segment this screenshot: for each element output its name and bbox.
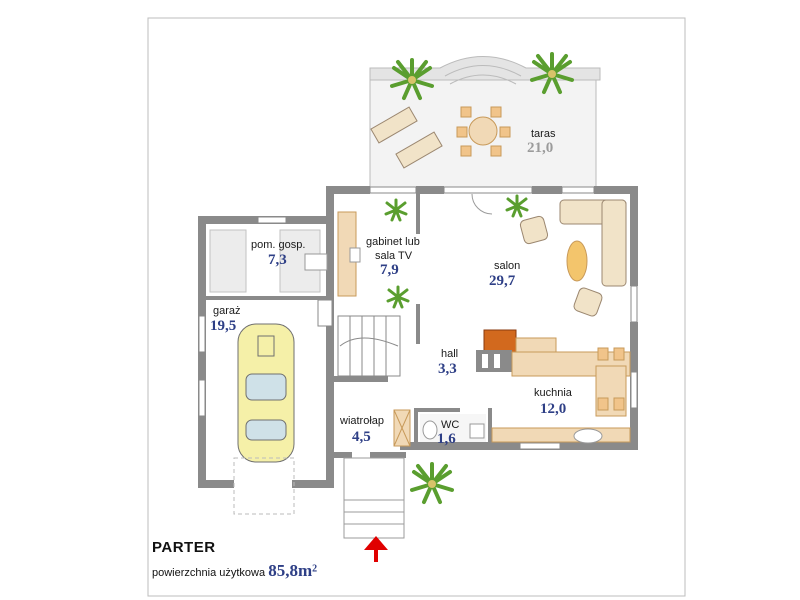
washer-icon xyxy=(304,253,328,271)
usable-area: powierzchnia użytkowa 85,8m2 xyxy=(152,561,317,581)
usable-area-value: 85,8 xyxy=(268,561,298,580)
plant-icon xyxy=(530,52,574,94)
washbasin-icon xyxy=(469,423,485,439)
chair-icon xyxy=(349,247,361,263)
garage-door-inner xyxy=(317,299,333,327)
entrance-arrow-icon xyxy=(364,536,388,562)
plant-icon xyxy=(386,285,410,309)
room-area-hall: 3,3 xyxy=(438,361,457,377)
terrace xyxy=(369,56,601,189)
sofa-icon xyxy=(559,199,627,287)
car-icon xyxy=(237,323,295,463)
room-name-gabinet-2: sala TV xyxy=(375,250,413,262)
room-name-pom-gosp: pom. gosp. xyxy=(251,239,305,251)
room-area-gabinet: 7,9 xyxy=(380,262,399,278)
room-name-garaz: garaż xyxy=(213,305,241,317)
toilet-icon xyxy=(422,420,438,440)
chair-icon xyxy=(573,287,603,317)
garage-door xyxy=(233,457,295,515)
lounger-icon xyxy=(395,131,443,169)
room-area-garaz: 19,5 xyxy=(210,318,236,334)
room-name-hall: hall xyxy=(441,348,458,360)
room-name-kuchnia: kuchnia xyxy=(534,387,573,399)
usable-area-sup: 2 xyxy=(312,563,318,575)
plant-icon xyxy=(410,462,454,504)
plant-icon xyxy=(390,58,434,100)
usable-area-unit: m xyxy=(297,561,313,580)
room-area-salon: 29,7 xyxy=(489,273,516,289)
room-area-pom-gosp: 7,3 xyxy=(268,252,287,268)
room-area-taras: 21,0 xyxy=(527,140,553,156)
lounger-icon xyxy=(370,106,418,144)
room-name-wc: WC xyxy=(441,419,459,431)
room-name-salon: salon xyxy=(494,260,520,272)
counter xyxy=(515,337,557,353)
room-area-wiatrolap: 4,5 xyxy=(352,429,371,445)
usable-area-label: powierzchnia użytkowa xyxy=(152,567,266,579)
room-area-wc: 1,6 xyxy=(437,431,456,447)
door-swing xyxy=(471,193,493,215)
kitchen-counter xyxy=(511,351,631,377)
tile-area xyxy=(209,229,247,293)
coffee-table xyxy=(566,240,588,282)
sink-icon xyxy=(573,428,603,444)
floor-title: PARTER xyxy=(152,539,216,556)
room-name-taras: taras xyxy=(531,128,556,140)
staircase xyxy=(337,315,401,377)
plant-icon xyxy=(384,198,408,222)
plant-icon xyxy=(505,194,529,218)
windows xyxy=(198,186,638,450)
room-name-wiatrolap: wiatrołap xyxy=(339,415,384,427)
room-area-kuchnia: 12,0 xyxy=(540,401,566,417)
chair-icon xyxy=(519,215,549,245)
entrance-steps xyxy=(343,457,405,539)
room-name-gabinet-1: gabinet lub xyxy=(366,236,420,248)
fireplace xyxy=(483,329,517,353)
plan-frame xyxy=(147,17,686,597)
kitchen-counter-bottom xyxy=(491,427,631,443)
